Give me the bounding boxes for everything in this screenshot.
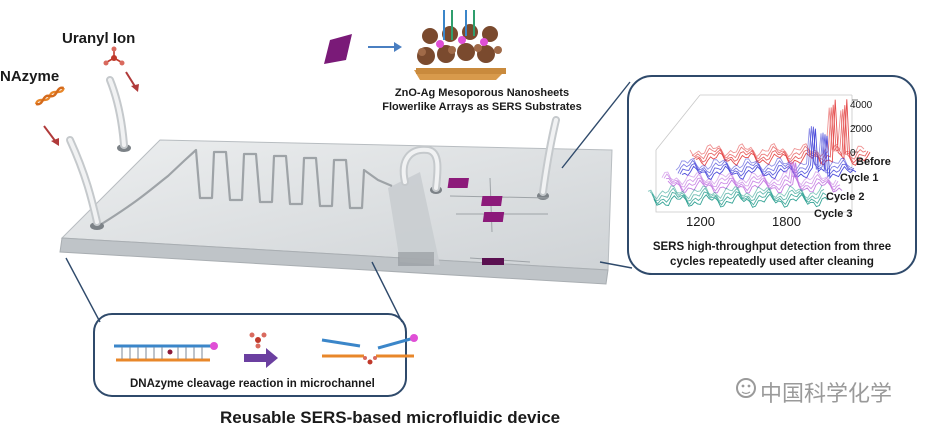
spectrum-trace-cycle-3 [653,193,829,208]
sers-pad-side [482,258,504,265]
arrow-dnazyme [43,125,57,143]
main-title: Reusable SERS-based microfluidic device [220,408,561,427]
callout-line [599,261,633,269]
substrate-label: ZnO-Ag Mesoporous Nanosheets Flowerlike … [352,86,612,114]
spectrum-trace-cycle-1 [677,126,853,174]
spectrum-trace-cycle-2 [665,161,841,192]
y-tick-0: 0 [850,148,856,159]
callout-line [371,261,403,323]
dnazyme-duplex-icon [114,342,218,362]
callout-line [65,257,101,323]
spectrum-trace-cycle-1 [681,128,857,181]
spectrum-trace-cycle-2 [663,161,839,188]
spectrum-trace-cycle-1 [679,126,855,178]
y-tick-2000: 2000 [850,124,873,135]
spectrum-trace-before [695,99,871,167]
substrate-chip-icon [324,34,352,64]
series-label-cycle2: Cycle 2 [826,191,865,203]
reaction-arrow [244,348,278,368]
dnazyme-label: NAzyme [0,68,60,85]
x-tick-1200: 1200 [686,214,715,229]
arrow-substrate-head [394,42,402,52]
spectrum-trace-cycle-2 [667,162,843,194]
callout-line [561,81,631,169]
arrow-uranyl-head [131,84,139,92]
y-tick-4000: 4000 [850,100,873,111]
uranyl-ion-label: Uranyl Ion [62,30,136,47]
watermark-text: 中国科学化学 [760,381,893,406]
spectrum-trace-cycle-3 [647,185,823,200]
spectrum-trace-before [691,107,867,160]
cleavage-caption: DNAzyme cleavage reaction in microchanne… [130,378,375,390]
spectrum-trace-cycle-3 [651,191,827,206]
spectrum-trace-before [689,107,865,158]
sers-pad [447,178,469,188]
series-label-before: Before [856,156,891,168]
uranyl-ion-icon [249,332,267,349]
spectra-caption: SERS high-throughput detection from thre… [640,240,904,270]
microfluidic-chip [59,139,613,285]
wechat-logo-icon [736,378,756,398]
cleaved-product-icon [321,334,418,365]
spectra-caption-line1: SERS high-throughput detection from thre… [652,241,892,253]
substrate-label-line1: ZnO-Ag Mesoporous Nanosheets [394,87,570,99]
arrow-dnazyme-head [51,138,59,146]
uranyl-ion-icon [103,46,125,66]
serpentine-channel [99,148,393,226]
tubing [66,76,560,226]
substrate-label-line2: Flowerlike Arrays as SERS Substrates [382,101,582,113]
spectra-plot [647,94,871,213]
dnazyme-icon [34,86,65,106]
sers-pad [481,196,503,206]
series-label-cycle3: Cycle 3 [814,208,853,220]
spectrum-trace-cycle-3 [649,187,825,202]
spectrum-trace-cycle-1 [675,128,851,172]
x-tick-1800: 1800 [772,214,801,229]
sers-pad [482,212,505,222]
spectrum-trace-cycle-2 [661,159,837,186]
spectra-caption-line2: cycles repeatedly used after cleaning [670,256,874,268]
flower-array-icon [414,10,506,80]
series-label-cycle1: Cycle 1 [840,172,879,184]
